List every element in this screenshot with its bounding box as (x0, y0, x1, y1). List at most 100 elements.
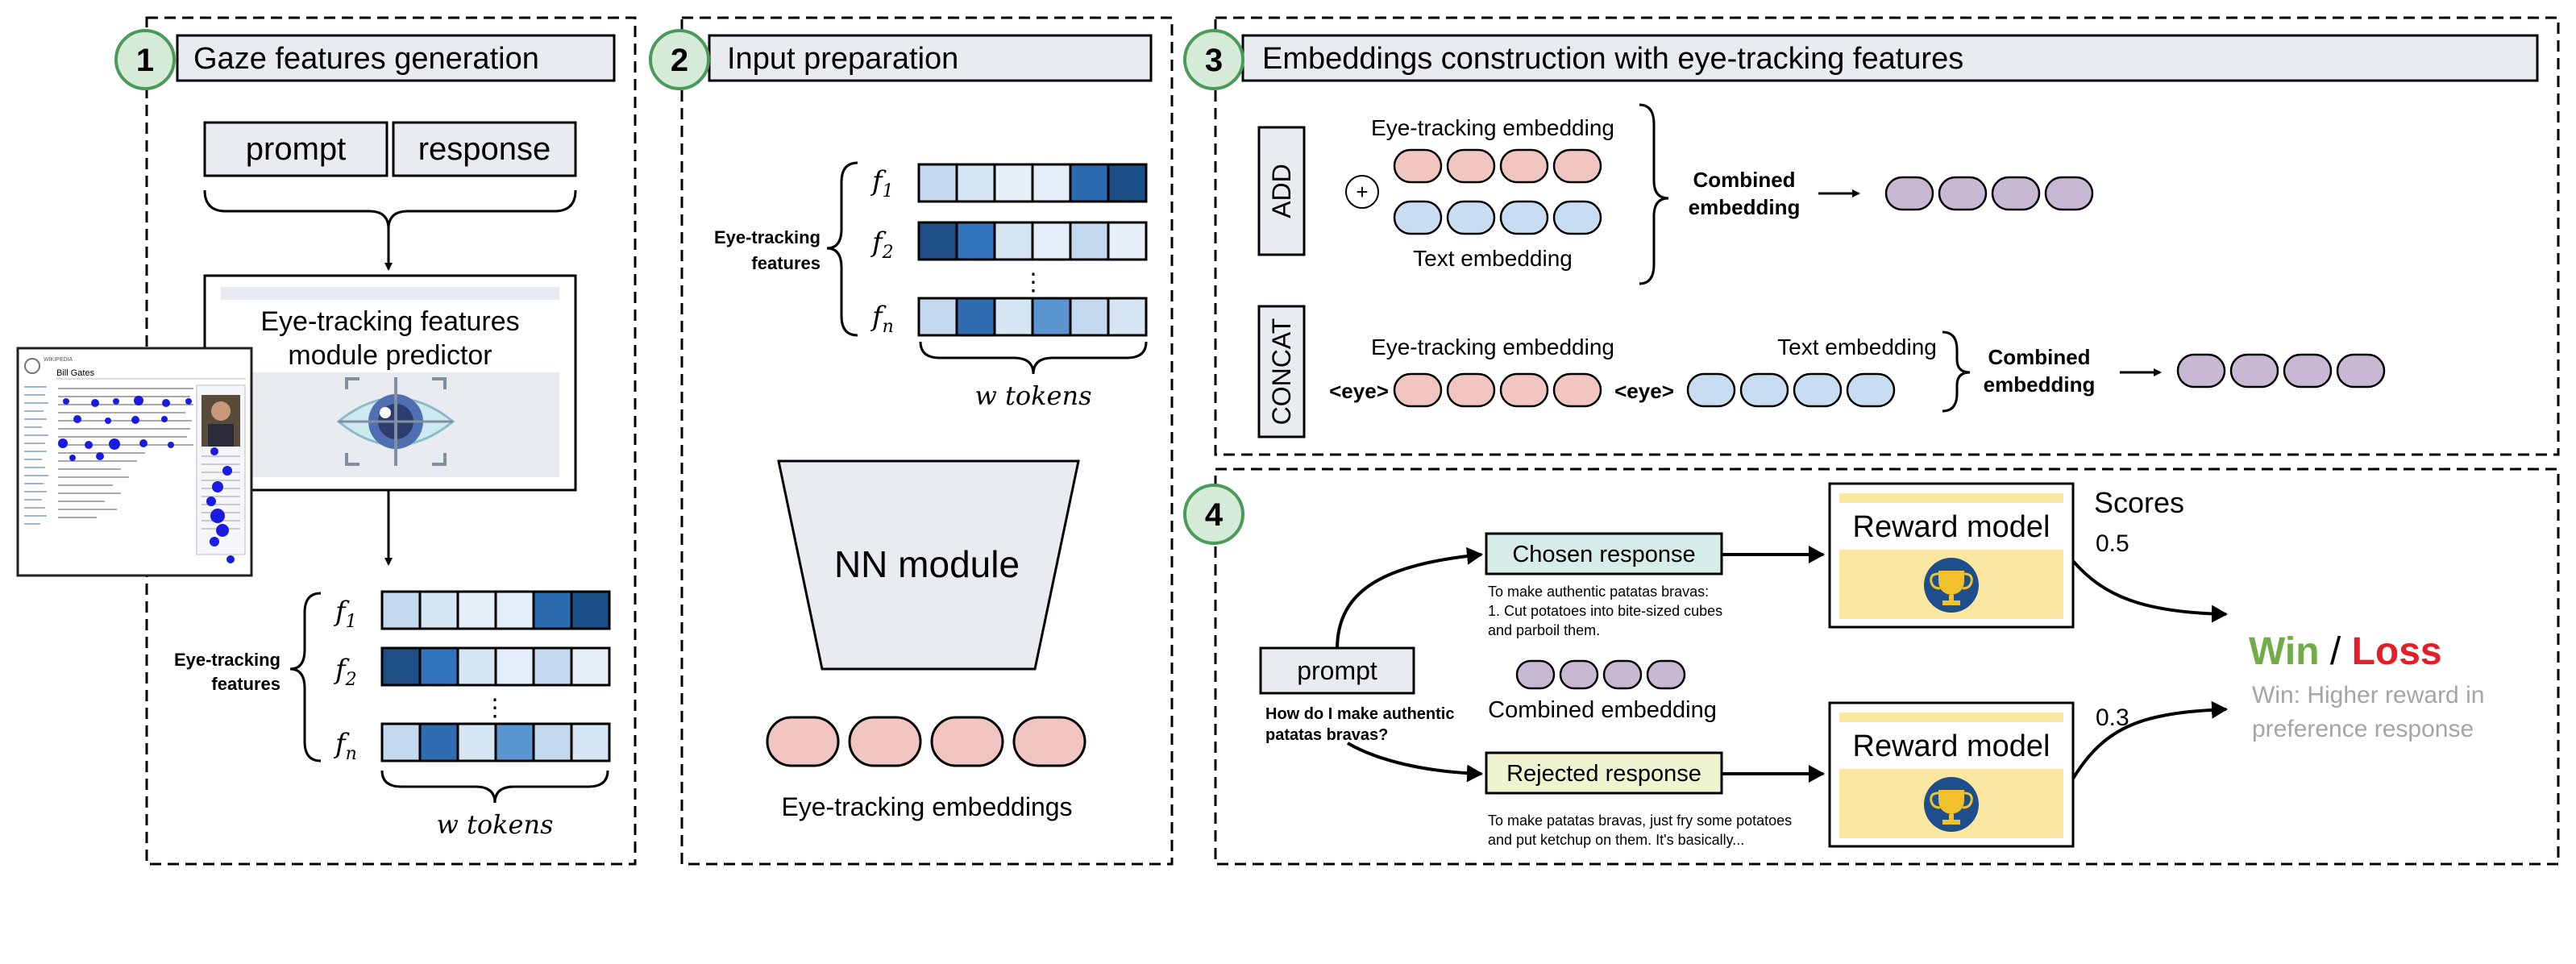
score-rejected: 0.3 (2096, 704, 2129, 731)
p2-embeddings-label: Eye-tracking embeddings (781, 792, 1072, 821)
concat-text-tokens (1686, 372, 1896, 408)
scores-label: Scores (2094, 486, 2184, 519)
add-text-tokens (1393, 200, 1602, 235)
step-badge-2 (649, 29, 710, 90)
heat-cell-fn-4 (1031, 297, 1072, 337)
panel-input-preparation: Input preparation 2 Eye-tracking feature… (649, 16, 1174, 866)
p2-heatmap (917, 163, 1148, 337)
heat-cell-fn-5 (532, 722, 573, 762)
heat-cell-f2-4 (1031, 221, 1072, 261)
prompt-box (203, 121, 388, 177)
p4-combined-tokens (1515, 659, 1686, 690)
step-badge-4 (1183, 484, 1244, 545)
p1-fn-label: fn (333, 728, 357, 764)
trophy-icon (1924, 558, 1979, 613)
eye-tag-1: <eye> (1329, 379, 1389, 403)
concat-text-emb-label: Text embedding (1777, 334, 1937, 359)
arrow-prompt-to-rejected (1346, 742, 1483, 783)
wiki-logo-text: WIKIPEDIA (44, 357, 73, 363)
heat-cell-f1-5 (532, 590, 573, 630)
add-et-emb-label: Eye-tracking embedding (1371, 115, 1614, 140)
add-combined-2: embedding (1689, 195, 1801, 219)
heat-cell-f2-5 (532, 646, 573, 687)
nn-module-label: NN module (834, 543, 1020, 585)
heat-cell-fn-6 (570, 722, 611, 762)
p1-tokens-label: w tokens (436, 809, 553, 840)
chosen-text-2: 1. Cut potatoes into bite-sized cubes (1488, 603, 1722, 619)
panel1-header (176, 34, 616, 82)
panel-reward-model: 4 prompt How do I make authentic patatas… (1183, 467, 2560, 866)
plus-sign: + (1356, 180, 1368, 204)
heat-cell-f1-3 (456, 590, 497, 630)
predictor-bar (221, 287, 559, 300)
heat-cell-f1-4 (494, 590, 535, 630)
panel1-border (145, 16, 637, 866)
panel-embeddings-construction: Embeddings construction with eye-trackin… (1183, 16, 2560, 456)
reward-model-label-1: Reward model (1853, 510, 2050, 544)
step-number-2: 2 (671, 43, 688, 78)
question-line-2: patatas bravas? (1265, 726, 1388, 744)
heat-cell-f2-6 (1107, 221, 1148, 261)
wikipedia-logo (24, 358, 40, 374)
add-label: ADD (1267, 164, 1296, 218)
heat-cell-f1-6 (1107, 163, 1148, 203)
p2-f2-label: f2 (870, 226, 894, 263)
score-chosen: 0.5 (2096, 530, 2129, 557)
p2-features-label-1: Eye-tracking (714, 227, 821, 247)
heat-cell-fn-1 (380, 722, 422, 762)
heat-cell-fn-3 (456, 722, 497, 762)
heat-cell-f1-6 (570, 590, 611, 630)
response-label: response (418, 131, 551, 167)
p2-tokens-brace (919, 341, 1148, 375)
p1-f1-label: f1 (333, 596, 357, 632)
chosen-text-3: and parboil them. (1488, 622, 1600, 638)
response-box (392, 121, 577, 177)
heat-cell-f2-4 (494, 646, 535, 687)
heat-cell-f2-1 (380, 646, 422, 687)
panel2-title: Input preparation (727, 42, 958, 76)
heat-cell-fn-2 (955, 297, 996, 337)
heat-cell-f1-5 (1069, 163, 1110, 203)
input-brace (203, 189, 577, 230)
arrow-prompt-to-chosen (1336, 546, 1483, 649)
heat-cell-fn-6 (1107, 297, 1148, 337)
add-label-box (1257, 126, 1306, 256)
panel2-header (708, 34, 1153, 82)
concat-et-tokens (1393, 372, 1602, 408)
question-line-1: How do I make authentic (1265, 705, 1454, 723)
wikipedia-screenshot: WIKIPEDIA Bill Gates (16, 347, 253, 577)
p1-dots: ⋮ (483, 695, 507, 721)
p1-features-label-1: Eye-tracking (174, 650, 280, 670)
eye-tag-2: <eye> (1614, 379, 1674, 403)
concat-label-box (1257, 305, 1306, 438)
p1-features-brace (289, 592, 322, 762)
p2-f1-label: f1 (870, 165, 894, 202)
heat-cell-f1-4 (1031, 163, 1072, 203)
win-note-2: preference response (2252, 716, 2474, 742)
step-number-4: 4 (1205, 497, 1224, 533)
add-combined-1: Combined (1693, 168, 1795, 192)
heat-cell-f2-2 (418, 646, 459, 687)
heat-cell-f1-2 (418, 590, 459, 630)
add-brace (1639, 103, 1669, 285)
heat-cell-f1-2 (955, 163, 996, 203)
nn-module-trapezoid (777, 459, 1080, 671)
concat-combined-tokens (2176, 353, 2386, 389)
gaze-fixations (58, 396, 235, 563)
p1-features-label-2: features (211, 674, 280, 694)
heat-cell-f2-5 (1069, 221, 1110, 261)
rejected-response-label: Rejected response (1506, 761, 1701, 787)
rejected-text-1: To make patatas bravas, just fry some po… (1488, 812, 1792, 829)
panel-gaze-features: Gaze features generation 1 prompt respon… (16, 16, 637, 866)
reward-model-label-2: Reward model (1853, 729, 2050, 763)
predictor-title-1: Eye-tracking features (260, 306, 519, 337)
concat-brace (1942, 330, 1971, 413)
prompt-label: prompt (246, 131, 347, 167)
arrow-chosen-score (2071, 559, 2228, 623)
panel1-title: Gaze features generation (193, 42, 539, 76)
heat-cell-f1-1 (917, 163, 958, 203)
eye-icon (336, 377, 455, 466)
heat-cell-f2-3 (456, 646, 497, 687)
panel2-border (680, 16, 1174, 866)
